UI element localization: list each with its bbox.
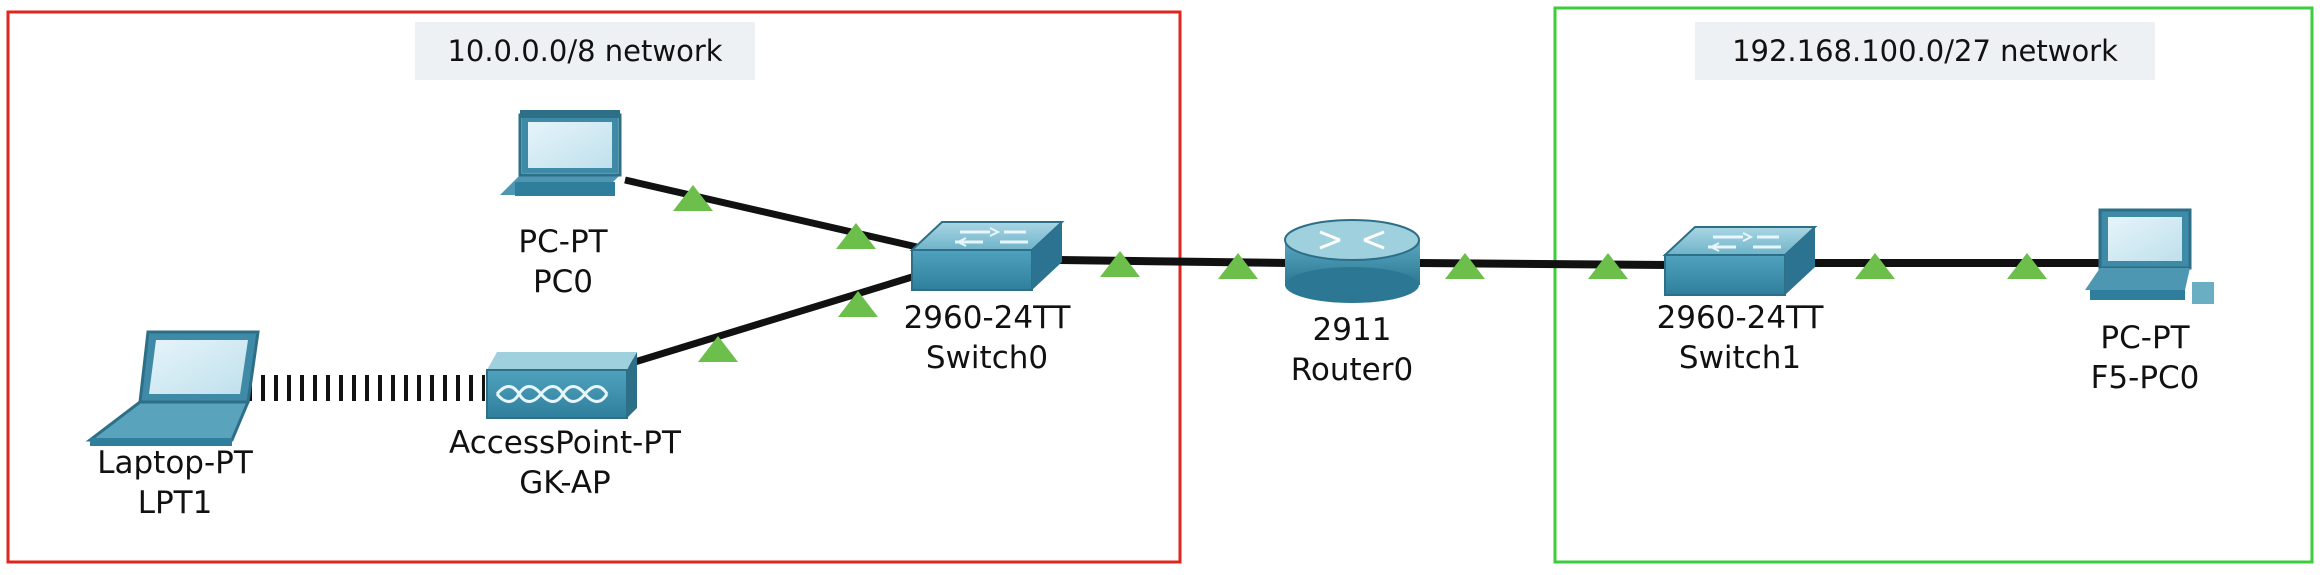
router0-name-label: Router0 xyxy=(1291,352,1413,388)
network-area-10-border xyxy=(6,10,1182,564)
link-up-indicator xyxy=(1588,253,1628,279)
f5pc0-name-label: F5-PC0 xyxy=(2091,360,2200,396)
link-up-indicator xyxy=(1855,253,1895,279)
network-area-192-border xyxy=(1553,6,2314,564)
pc-icon xyxy=(2085,208,2214,304)
network-area-10: 10.0.0.0/8 network xyxy=(6,10,1182,564)
link-up-indicator xyxy=(1445,253,1485,279)
switch1-name-label: Switch1 xyxy=(1679,340,1801,376)
ap-name-label: GK-AP xyxy=(519,465,611,501)
switch-icon xyxy=(1662,226,1818,296)
laptop-icon xyxy=(85,330,260,446)
laptop-model-label: Laptop-PT xyxy=(97,445,254,481)
device-pc0[interactable]: PC-PT PC0 xyxy=(500,110,622,300)
access-point-icon xyxy=(486,352,637,419)
network-area-10-label: 10.0.0.0/8 network xyxy=(447,34,722,68)
link-up-indicator xyxy=(698,336,738,362)
link-pc0-switch0[interactable] xyxy=(624,176,931,254)
laptop-name-label: LPT1 xyxy=(138,485,213,521)
switch0-model-label: 2960-24TT xyxy=(904,300,1072,336)
ap-model-label: AccessPoint-PT xyxy=(449,425,682,461)
device-switch0[interactable]: 2960-24TT Switch0 xyxy=(904,221,1072,376)
router-icon xyxy=(1284,219,1420,303)
link-up-indicator xyxy=(836,223,876,249)
link-ap-switch0[interactable] xyxy=(623,266,937,369)
switch-icon xyxy=(909,221,1065,291)
link-indicators xyxy=(673,185,2047,362)
link-up-indicator xyxy=(2007,253,2047,279)
device-switch1[interactable]: 2960-24TT Switch1 xyxy=(1657,226,1825,376)
pc0-name-label: PC0 xyxy=(533,264,593,300)
pc-icon xyxy=(500,110,622,196)
device-laptop[interactable]: Laptop-PT LPT1 xyxy=(85,330,260,521)
links xyxy=(248,176,2120,401)
network-area-192: 192.168.100.0/27 network xyxy=(1553,6,2314,564)
device-access-point[interactable]: AccessPoint-PT GK-AP xyxy=(449,352,682,501)
switch0-name-label: Switch0 xyxy=(926,340,1048,376)
network-area-10-label-bg xyxy=(415,22,755,80)
f5pc0-model-label: PC-PT xyxy=(2100,320,2190,356)
link-switch0-router0[interactable] xyxy=(1059,256,1291,267)
network-area-192-label: 192.168.100.0/27 network xyxy=(1732,34,2118,68)
link-up-indicator xyxy=(673,185,713,211)
network-area-192-label-bg xyxy=(1695,22,2155,80)
link-up-indicator xyxy=(838,291,878,317)
router0-model-label: 2911 xyxy=(1313,312,1392,348)
link-up-indicator xyxy=(1218,253,1258,279)
pc0-model-label: PC-PT xyxy=(518,224,608,260)
device-f5-pc0[interactable]: PC-PT F5-PC0 xyxy=(2085,208,2214,396)
link-up-indicator xyxy=(1100,251,1140,277)
switch1-model-label: 2960-24TT xyxy=(1657,300,1825,336)
device-router0[interactable]: 2911 Router0 xyxy=(1284,219,1420,388)
